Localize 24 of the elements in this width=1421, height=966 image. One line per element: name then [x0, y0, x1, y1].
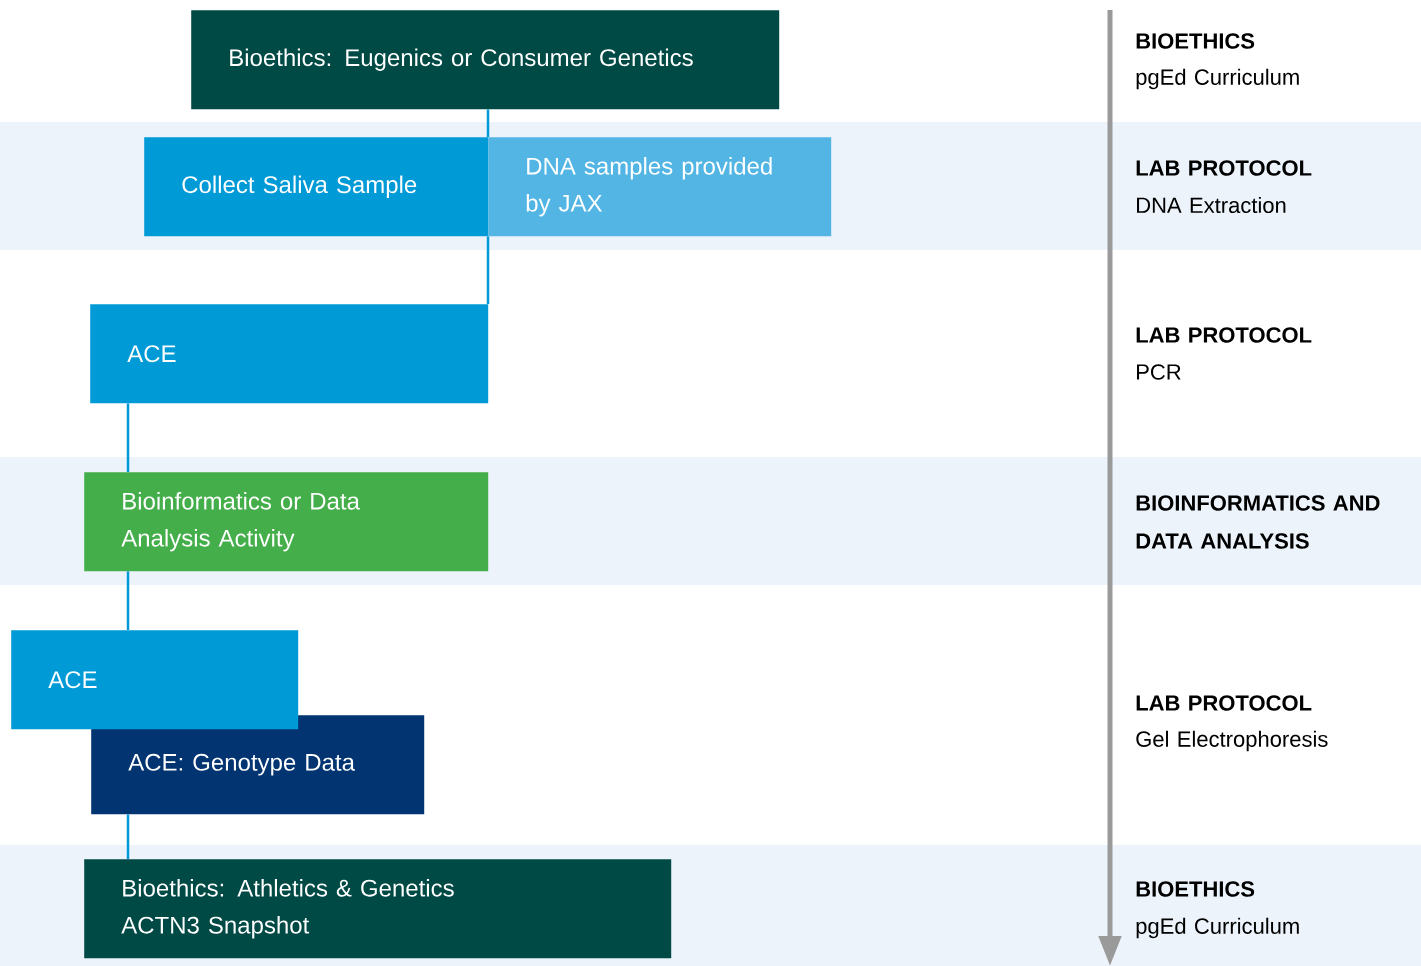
process-box: Collect Saliva Sample: [144, 137, 489, 237]
connector-line: [126, 814, 130, 859]
section-heading: BIOINFORMATICS AND DATA ANALYSIS: [1136, 495, 1380, 549]
section-subtitle: Gel Electrophoresis: [1136, 730, 1328, 752]
connector-line: [126, 403, 130, 472]
process-box: ACE: [11, 630, 299, 730]
section-heading: LAB PROTOCOL: [1136, 327, 1312, 343]
section-heading: LAB PROTOCOL: [1136, 695, 1312, 711]
section-subtitle: PCR: [1137, 364, 1181, 380]
process-box: Bioethics: Eugenics or Consumer Genetics: [191, 10, 780, 110]
process-box: Bioinformatics or Data Analysis Activity: [84, 472, 489, 572]
process-box: ACE: Genotype Data: [91, 715, 425, 815]
process-box: ACE: [90, 304, 489, 404]
section-subtitle: DNA Extraction: [1137, 196, 1286, 214]
section-heading: LAB PROTOCOL: [1136, 160, 1312, 176]
connector-line: [486, 236, 490, 304]
connector-line: [486, 109, 490, 137]
section-subtitle: pgEd Curriculum: [1136, 68, 1299, 90]
section-heading: BIOETHICS: [1136, 33, 1255, 49]
process-box: DNA samples provided by JAX: [488, 137, 832, 237]
connector-line: [126, 571, 130, 630]
section-subtitle: pgEd Curriculum: [1136, 917, 1299, 939]
process-box: Bioethics: Athletics & Genetics ACTN3 Snapshot: [84, 859, 672, 959]
section-heading: BIOETHICS: [1136, 881, 1255, 897]
